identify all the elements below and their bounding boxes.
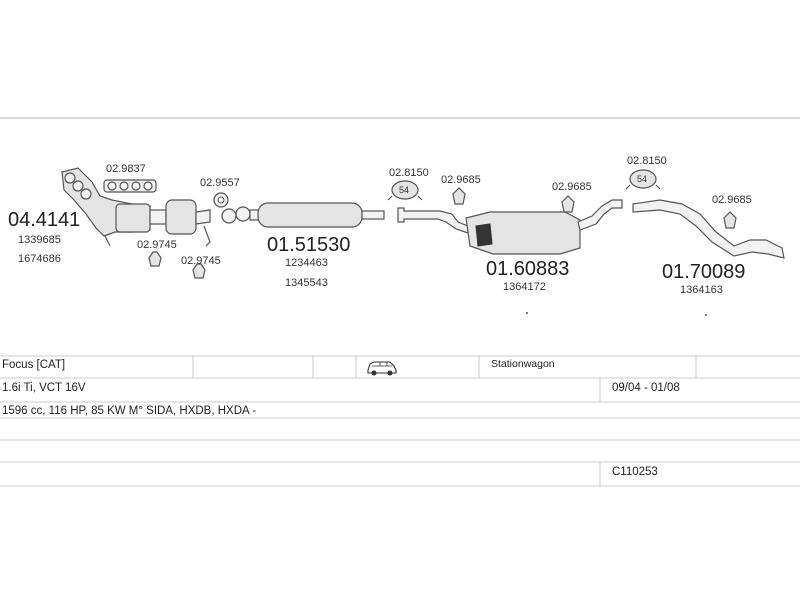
hanger-3[interactable] xyxy=(723,211,737,229)
catalyst-gasket-part[interactable] xyxy=(213,192,229,208)
hanger-1[interactable] xyxy=(452,187,466,205)
manifold-gasket-part[interactable] xyxy=(103,179,157,193)
label-mount-b: 02.9745 xyxy=(181,255,221,267)
clamp-rear-size: 54 xyxy=(637,174,647,184)
label-mount-a: 02.9745 xyxy=(137,239,177,251)
rubber-mount-a[interactable] xyxy=(148,251,162,267)
front-silencer-part[interactable] xyxy=(221,202,385,228)
part-ref-1a: 1339685 xyxy=(18,234,61,246)
vehicle-table-grid xyxy=(0,355,800,487)
body-type-cell: Stationwagon xyxy=(491,358,555,370)
label-clamp-front: 02.8150 xyxy=(389,167,429,179)
part-number-1: 04.4141 xyxy=(8,209,80,231)
part-ref-1b: 1674686 xyxy=(18,253,61,265)
part-number-2: 01.51530 xyxy=(267,234,350,256)
label-hanger-2: 02.9685 xyxy=(552,181,592,193)
part-number-3: 01.60883 xyxy=(486,258,569,280)
part-number-4: 01.70089 xyxy=(662,261,745,283)
label-hanger-1: 02.9685 xyxy=(441,174,481,186)
years-cell: 09/04 - 01/08 xyxy=(612,382,680,394)
rubber-mount-b[interactable] xyxy=(192,263,206,279)
model-cell: Focus [CAT] xyxy=(2,359,66,371)
specs-cell: 1596 cc, 116 HP, 85 KW M° SIDA, HXDB, HX… xyxy=(2,405,257,417)
code-cell: C110253 xyxy=(612,466,658,478)
part-ref-3a: 1364172 xyxy=(503,281,546,293)
station-wagon-icon xyxy=(367,361,397,376)
rear-pipe-part[interactable] xyxy=(632,199,785,316)
hanger-2[interactable] xyxy=(561,195,575,213)
manifold-catalyst-part[interactable] xyxy=(61,167,211,247)
clamp-front-size: 54 xyxy=(399,185,409,195)
label-hanger-3: 02.9685 xyxy=(712,194,752,206)
label-clamp-rear: 02.8150 xyxy=(627,155,667,167)
part-ref-2a: 1234463 xyxy=(285,257,328,269)
part-ref-2b: 1345543 xyxy=(285,277,328,289)
part-ref-4a: 1364163 xyxy=(680,284,723,296)
label-gasket-cat: 02.9557 xyxy=(200,177,240,189)
clamp-front[interactable]: 54 xyxy=(387,180,423,201)
engine-cell: 1.6i Ti, VCT 16V xyxy=(2,382,86,394)
clamp-rear[interactable]: 54 xyxy=(625,169,661,190)
label-gasket-manifold: 02.9837 xyxy=(106,163,146,175)
middle-silencer-part[interactable] xyxy=(397,199,623,314)
